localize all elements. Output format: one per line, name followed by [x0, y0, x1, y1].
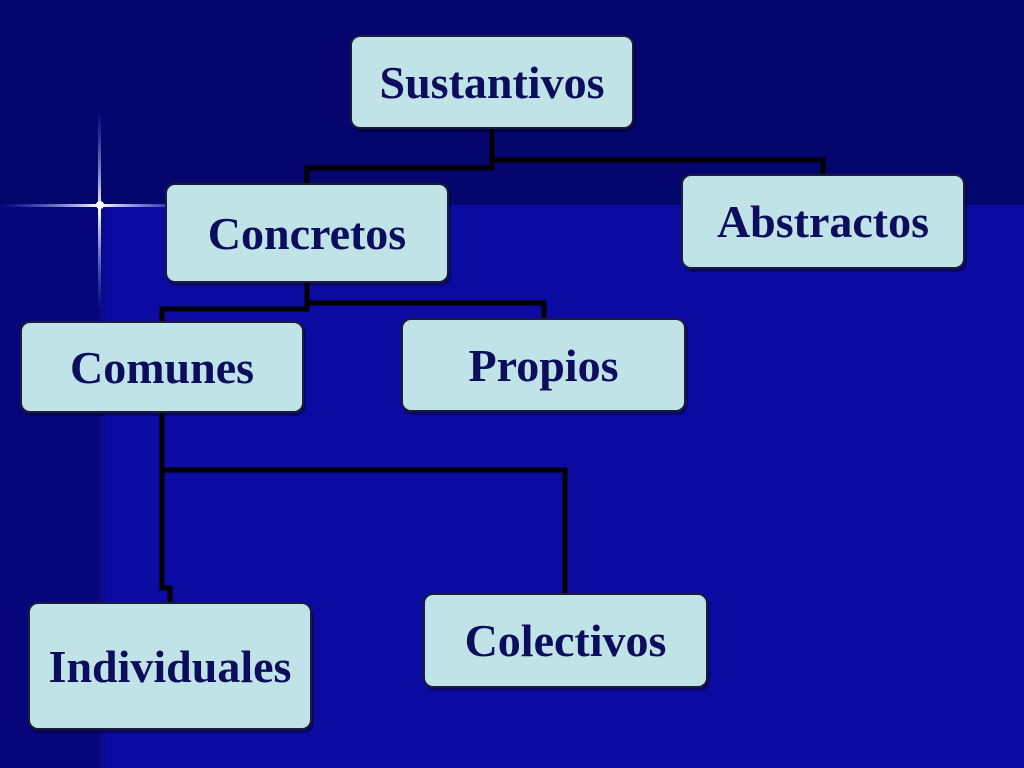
connector-comunes-individuales: [159, 413, 173, 602]
connector-sustantivos-concretos: [304, 129, 495, 183]
node-abstractos: Abstractos: [681, 174, 965, 269]
node-individuales: Individuales: [28, 602, 312, 730]
connector-comunes-colectivos: [162, 467, 568, 593]
sparkle-icon: [0, 110, 200, 310]
connector-sustantivos-abstractos: [492, 157, 826, 174]
node-propios: Propios: [401, 318, 686, 412]
node-sustantivos: Sustantivos: [350, 35, 634, 129]
node-colectivos: Colectivos: [423, 593, 708, 688]
background-divider: [100, 205, 105, 768]
node-comunes: Comunes: [20, 321, 304, 413]
connector-concretos-comunes: [159, 283, 310, 321]
connector-concretos-propios: [307, 300, 547, 318]
node-concretos: Concretos: [165, 183, 449, 283]
